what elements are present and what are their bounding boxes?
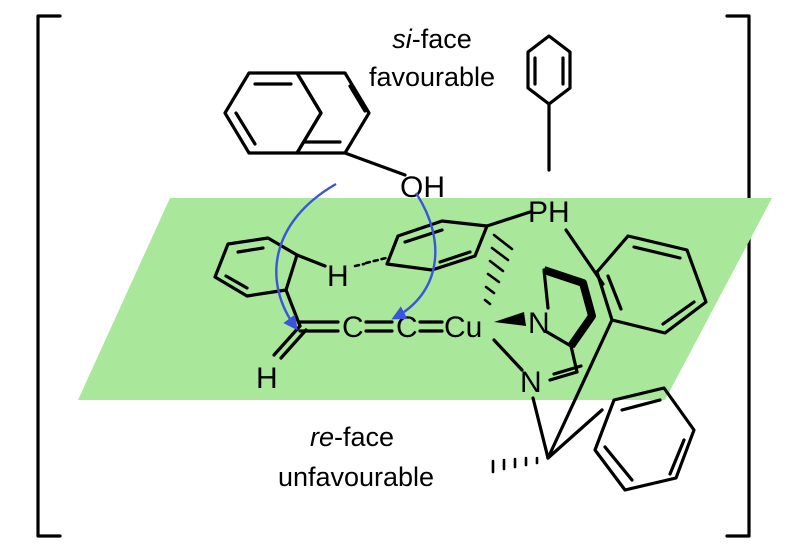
vinyl-hydrogen-label: H <box>256 362 278 395</box>
hydroxyl-label: OH <box>400 171 445 204</box>
tilted-phenyl <box>385 210 532 272</box>
copper-label: Cu <box>444 311 482 344</box>
imine-nitrogen-label: N <box>520 366 542 399</box>
cu-n-wedge <box>494 312 526 326</box>
si-face-label: si-face <box>392 24 472 54</box>
carbon-1-label: C <box>342 311 364 344</box>
re-face-prefix: re <box>310 422 334 452</box>
naphthol: OH <box>223 71 445 204</box>
cu-p-hashed-bond <box>483 233 514 306</box>
si-face-prefix: si <box>392 24 413 54</box>
pyridine-ring: N N <box>520 266 596 399</box>
allenylidene-chain: H C C Cu <box>256 288 482 395</box>
phosphine-label: PH <box>528 196 570 229</box>
left-bracket <box>36 14 62 538</box>
aryl-hydrogen-label: H <box>327 260 349 293</box>
re-face-note: unfavourable <box>278 462 434 492</box>
si-face-suffix: -face <box>412 24 472 54</box>
attack-arrow-to-vinyl <box>275 182 337 331</box>
cu-n-imine-bond <box>492 338 524 372</box>
right-phenyl <box>564 228 708 335</box>
top-phenyl <box>526 34 572 172</box>
re-face-label: re-face <box>310 422 394 452</box>
bottom-phenyl <box>593 386 696 492</box>
si-face-note: favourable <box>369 62 495 92</box>
chiral-backbone <box>491 318 614 474</box>
re-face-suffix: -face <box>334 422 394 452</box>
right-bracket <box>725 14 751 538</box>
pyridine-nitrogen-label: N <box>528 307 550 340</box>
attack-arrow-to-allenyl <box>391 192 437 320</box>
